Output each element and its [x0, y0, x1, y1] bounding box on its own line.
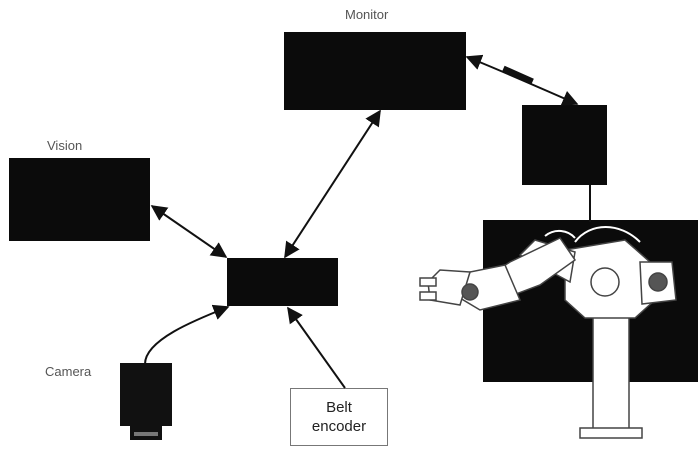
controller-monitor-arrow — [284, 109, 381, 259]
camera-label: Camera — [45, 364, 92, 379]
robot-arm-illustration — [419, 226, 677, 439]
monitor-robot-controller-arrow — [465, 54, 579, 106]
belt-encoder-box: Belt encoder — [290, 388, 388, 446]
robot-controller-block — [522, 105, 607, 185]
monitor-label: Monitor — [345, 7, 389, 22]
monitor-block — [284, 32, 466, 110]
vision-block — [9, 158, 150, 241]
encoder-controller-arrow — [287, 306, 346, 389]
controller-block — [227, 258, 338, 306]
vision-label: Vision — [47, 138, 83, 153]
vision-controller-arrow — [150, 205, 228, 258]
belt-encoder-line2: encoder — [311, 418, 367, 435]
belt-encoder-line1: Belt — [326, 399, 352, 416]
cable-segment — [502, 65, 534, 85]
camera-controller-arrow — [144, 304, 230, 365]
camera-icon — [120, 363, 172, 440]
